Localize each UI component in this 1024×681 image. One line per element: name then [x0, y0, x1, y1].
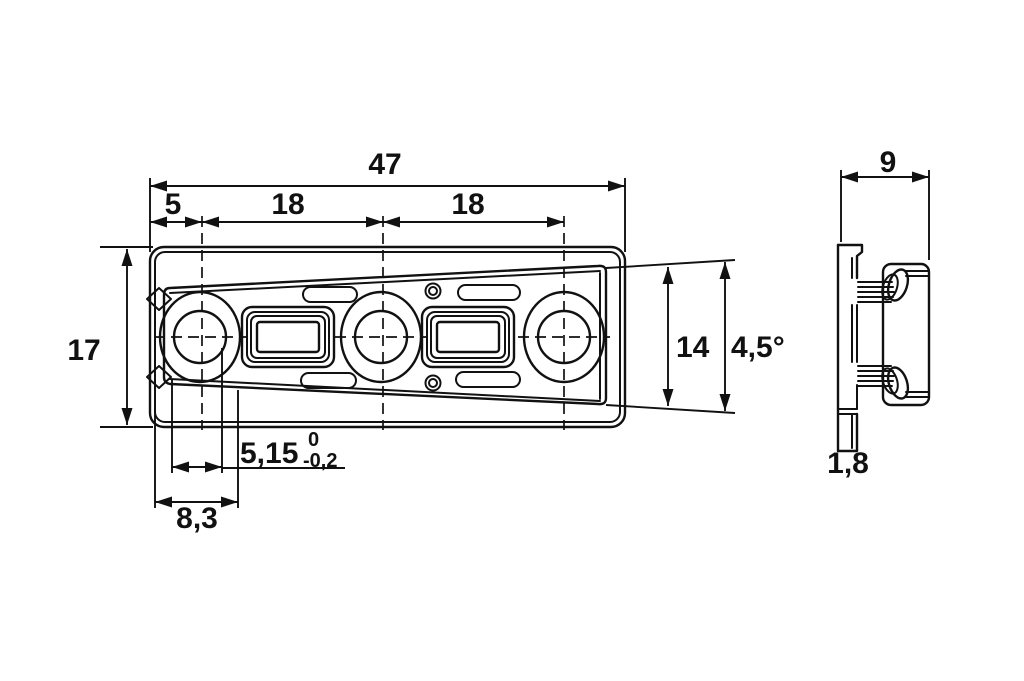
dim-17-label: 17: [67, 334, 100, 367]
small-bore-bottom: [424, 374, 442, 392]
side-view-body: [836, 243, 931, 453]
centerlines: [154, 216, 610, 430]
dimension-lines: [100, 170, 930, 508]
dim-18a-label: 18: [271, 188, 304, 221]
relief-slot-bottom-left: [300, 372, 357, 389]
relief-slot-top-left: [302, 286, 358, 303]
dim-47-label: 47: [368, 148, 401, 181]
side-frame-outline: [881, 262, 931, 407]
housing-outline-outer: [148, 245, 627, 429]
side-hook-bottom: [857, 365, 930, 400]
latch-slot-left: [240, 305, 336, 369]
relief-slot-bottom-right: [455, 371, 521, 388]
taper-edge-top-inner: [169, 270, 601, 294]
dim-5-label: 5: [165, 188, 182, 221]
dim-83-label: 8,3: [176, 502, 218, 535]
ext-line-taper-top: [605, 259, 736, 269]
chamfer-bottom-left: [146, 365, 172, 389]
dim-515-tol-upper: 0: [308, 429, 319, 451]
dim-515-tol-lower: -0,2: [303, 450, 337, 472]
relief-slot-top-right: [457, 284, 521, 301]
tapered-panel-outline: [162, 264, 608, 406]
ext-lines-9: [840, 170, 930, 260]
ext-lines-slot: [154, 348, 239, 508]
small-bore-top: [424, 282, 442, 300]
dim-515-label: 5,15: [240, 437, 298, 470]
ext-line-taper-bottom: [605, 404, 736, 414]
ext-lines-47: [149, 178, 626, 252]
side-back-plate: [836, 243, 864, 453]
latch-slot-right: [420, 305, 516, 369]
dim-18b-label: 18: [451, 188, 484, 221]
dim-9-label: 9: [880, 146, 897, 179]
chamfer-top-left: [146, 287, 172, 311]
dimension-labels: 47 5 18 18 17 14 4,5° 5,15 0 -0,2 8,3 9 …: [67, 146, 896, 535]
dim-angle-label: 4,5°: [731, 331, 785, 364]
side-hook-top: [857, 268, 930, 303]
dim-18mm-label: 1,8: [827, 447, 869, 480]
taper-edge-bottom-inner: [169, 378, 601, 402]
ext-lines-17: [100, 246, 153, 428]
dim-14-label: 14: [676, 331, 710, 364]
